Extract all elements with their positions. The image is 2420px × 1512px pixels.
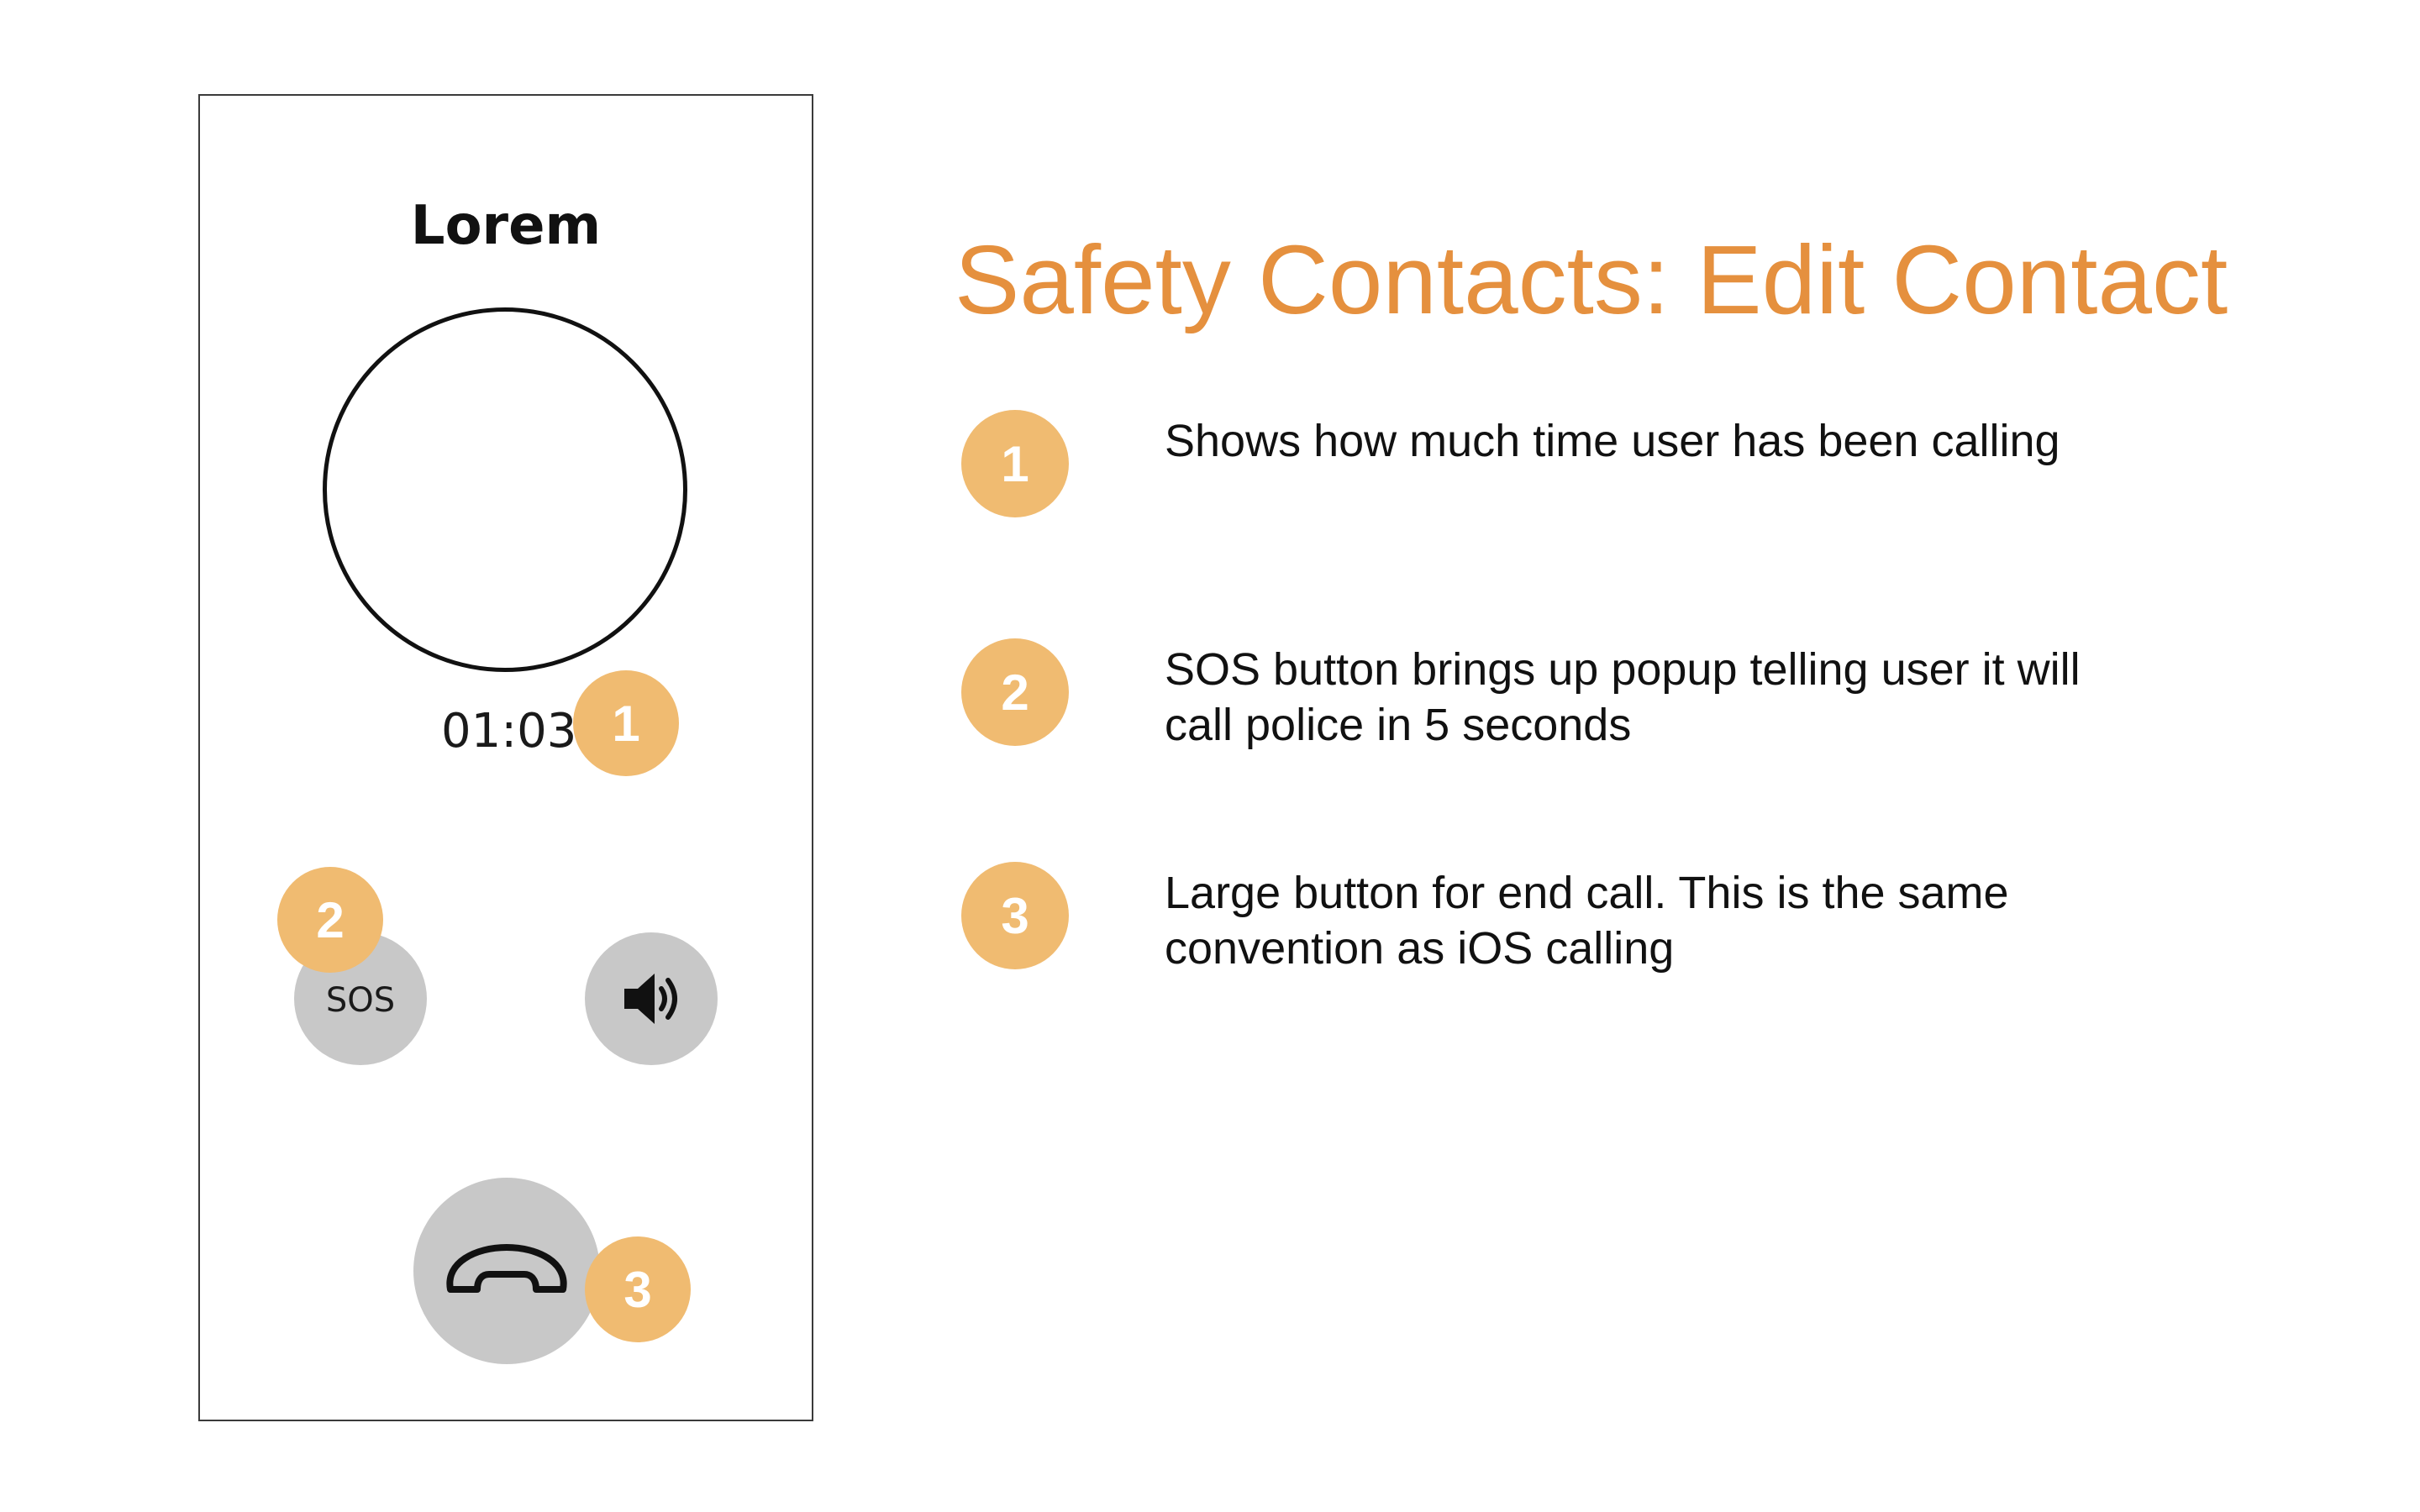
annotation-badge-2: 2 bbox=[277, 867, 383, 973]
note-text-3: Large button for end call. This is the s… bbox=[1165, 868, 2009, 974]
note-badge-3: 3 bbox=[961, 862, 1069, 969]
contact-name: Lorem bbox=[410, 195, 602, 257]
note-badge-1: 1 bbox=[961, 410, 1069, 517]
speaker-button[interactable] bbox=[585, 932, 718, 1065]
note-text-1: Shows how much time user has been callin… bbox=[1165, 416, 2060, 466]
page-title: Safety Contacts: Edit Contact bbox=[955, 225, 2228, 334]
call-timer: 01:03 bbox=[441, 704, 577, 759]
contact-avatar bbox=[323, 307, 687, 672]
sos-button-label: SOS bbox=[325, 981, 396, 1020]
note-badge-2: 2 bbox=[961, 638, 1069, 746]
end-call-button[interactable] bbox=[413, 1178, 600, 1364]
annotation-badge-1: 1 bbox=[573, 670, 679, 776]
annotation-badge-3: 3 bbox=[585, 1236, 691, 1342]
note-text-2: SOS button brings up popup telling user … bbox=[1165, 644, 2081, 750]
speaker-icon bbox=[624, 974, 677, 1024]
end-call-icon bbox=[446, 1244, 567, 1293]
